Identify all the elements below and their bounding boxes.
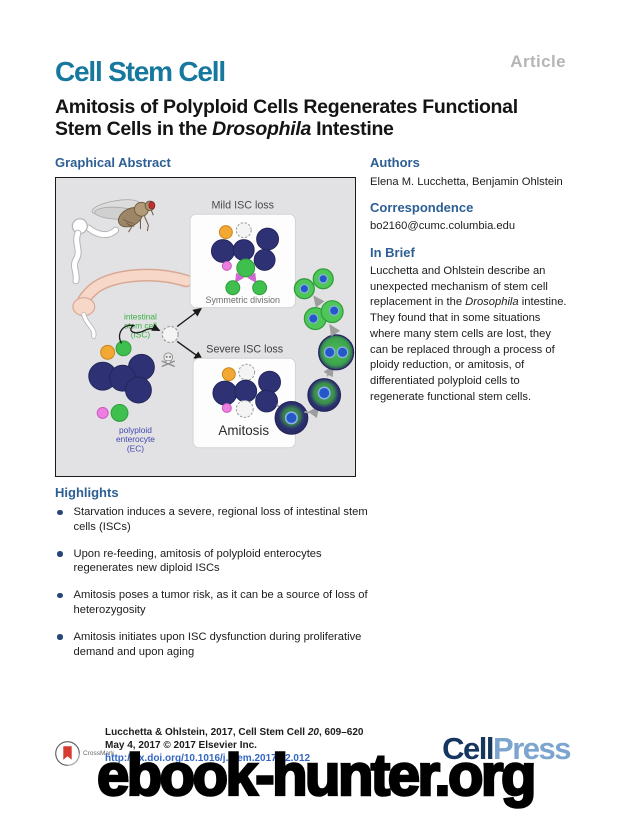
dying-cell [161, 325, 179, 343]
arrow-severe-to-cell [276, 404, 292, 415]
highlights-list: Starvation induces a severe, regional lo… [55, 505, 377, 671]
title-line1: Amitosis of Polyploid Cells Regenerates … [55, 96, 518, 118]
authors-heading: Authors [370, 155, 420, 170]
skull-icon [161, 352, 175, 367]
cellpress-logo: CellPress [442, 731, 571, 766]
bullet-icon [57, 634, 63, 640]
mild-isc-loss-label: Mild ISC loss [211, 199, 274, 211]
bullet-icon [57, 592, 63, 599]
arrow-to-severe [176, 340, 204, 361]
graphical-abstract-svg: intestinal stem cell (ISC) polyploid ent… [71, 199, 355, 454]
correspondence-heading: Correspondence [370, 200, 474, 215]
in-brief-heading: In Brief [370, 245, 415, 260]
graphical-abstract-heading: Graphical Abstract [55, 155, 171, 170]
svg-text:intestinal: intestinal [124, 312, 157, 322]
citation-line1: Lucchetta & Ohlstein, 2017, Cell Stem Ce… [105, 727, 364, 738]
drosophila-fly-illustration [91, 199, 156, 233]
journal-logo: Cell Stem Cell [55, 56, 226, 87]
severe-isc-loss-label: Severe ISC loss [206, 343, 283, 355]
in-brief-text: Lucchetta and Ohlstein describe an unexp… [370, 265, 567, 403]
svg-text:polyploid: polyploid [119, 425, 152, 435]
highlight-item: Amitosis poses a tumor risk, as it can b… [55, 588, 377, 618]
highlight-text: Amitosis poses a tumor risk, as it can b… [73, 589, 368, 616]
ploidy-reduction-cells [274, 268, 355, 435]
symmetric-division-label: Symmetric division [206, 295, 281, 305]
highlight-text: Starvation induces a severe, regional lo… [73, 506, 368, 533]
graphical-abstract-figure: intestinal stem cell (ISC) polyploid ent… [55, 177, 356, 477]
title-line2: Stem Cells in the Drosophila Intestine [55, 117, 394, 140]
arrow-to-mild [176, 307, 203, 328]
highlight-text: Upon re-feeding, amitosis of polyploid e… [73, 547, 322, 575]
mild-panel-cells [210, 222, 280, 296]
svg-text:stem cell: stem cell [124, 320, 157, 330]
highlight-item: Upon re-feeding, amitosis of polyploid e… [55, 547, 377, 577]
svg-text:enterocyte: enterocyte [116, 434, 155, 444]
doi-link[interactable]: http://dx.doi.org/10.1016/j.stem.2017.02… [105, 753, 311, 764]
fly-intestine-illustration [71, 218, 193, 339]
watermark-text: ebook-hunter.org [96, 742, 538, 810]
article-type-label: Article [510, 52, 566, 71]
amitosis-label: Amitosis [218, 423, 269, 438]
highlight-item: Starvation induces a severe, regional lo… [55, 505, 377, 535]
correspondence-email[interactable]: bo2160@cumc.columbia.edu [370, 220, 516, 232]
bullet-icon [57, 551, 63, 557]
severe-panel-cells [212, 363, 281, 418]
crossmark-icon [55, 741, 80, 766]
crossmark-logo[interactable]: CrossMark [54, 740, 114, 767]
svg-text:(EC): (EC) [127, 444, 144, 454]
highlight-item: Amitosis initiates upon ISC dysfunction … [55, 630, 377, 660]
citation-block: Lucchetta & Ohlstein, 2017, Cell Stem Ce… [105, 726, 363, 765]
paper-title: Amitosis of Polyploid Cells Regenerates … [55, 96, 575, 140]
highlights-heading: Highlights [55, 485, 119, 500]
svg-text:(ISC): (ISC) [131, 329, 151, 339]
highlight-text: Amitosis initiates upon ISC dysfunction … [73, 630, 362, 658]
ec-label: polyploid enterocyte (EC) [116, 425, 155, 454]
authors-names: Elena M. Lucchetta, Benjamin Ohlstein [370, 176, 563, 188]
crossmark-label: CrossMark [83, 750, 115, 757]
curly-arrow [118, 323, 161, 344]
citation-line2: May 4, 2017 © 2017 Elsevier Inc. [105, 740, 257, 751]
bullet-icon [57, 509, 63, 515]
cell-cluster [88, 340, 155, 422]
isc-label: intestinal stem cell (ISC) [124, 312, 157, 340]
